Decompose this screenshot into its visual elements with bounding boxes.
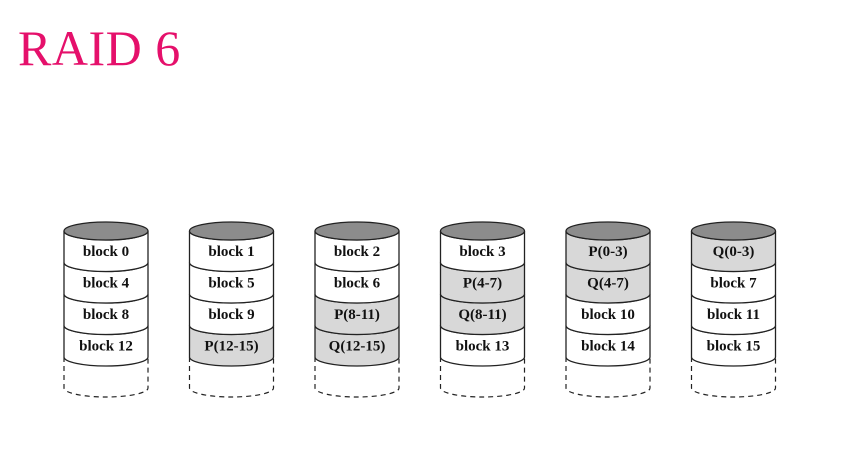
- disk-4-cell-1-parity: Q(4-7): [565, 262, 651, 304]
- disk-5-cell-3-data: block 15: [690, 325, 777, 367]
- disk-0-cell-1-data: block 4: [63, 262, 149, 304]
- disk-3: block 13 Q(8-11) P(4-7) block 3: [439, 221, 526, 398]
- disk-5-empty-space: [690, 357, 777, 398]
- disk-4-cell-3-data: block 14: [565, 325, 651, 367]
- cell-label: Q(4-7): [587, 275, 629, 291]
- disk-0-cell-0-data: block 0: [63, 230, 149, 273]
- disk-5-cell-2-data: block 11: [690, 293, 777, 336]
- cell-label: block 4: [83, 275, 130, 291]
- disk-0-empty-space: [63, 357, 149, 398]
- cell-label: block 5: [208, 275, 254, 291]
- cell-label: block 10: [581, 307, 635, 323]
- disk-1-cell-1-data: block 5: [188, 262, 275, 304]
- cell-label: block 15: [707, 338, 761, 354]
- cell-label: Q(8-11): [458, 307, 506, 323]
- cell-label: block 9: [208, 307, 254, 323]
- disk-0-top-cap: [63, 221, 149, 241]
- cell-label: block 6: [334, 275, 381, 291]
- cell-label: block 3: [459, 244, 505, 260]
- cell-label: block 2: [334, 244, 380, 260]
- cell-label: block 12: [79, 338, 133, 354]
- disk-2-top-cap: [314, 221, 400, 241]
- cell-label: Q(12-15): [329, 338, 386, 354]
- disk-2-cell-2-parity: P(8-11): [314, 293, 400, 336]
- disk-4-cell-0-parity: P(0-3): [565, 230, 651, 273]
- disk-4-top-cap: [565, 221, 651, 241]
- disk-3-top-cap: [439, 221, 526, 241]
- cell-label: P(0-3): [588, 244, 627, 260]
- cell-label: block 11: [707, 307, 760, 323]
- cell-label: block 13: [456, 338, 510, 354]
- disk-1-cell-2-data: block 9: [188, 293, 275, 336]
- disk-4-cell-2-data: block 10: [565, 293, 651, 336]
- cell-label: block 0: [83, 244, 129, 260]
- cell-label: block 14: [581, 338, 635, 354]
- disk-1-top-cap: [188, 221, 275, 241]
- disk-2: Q(12-15) P(8-11) block 6 block 2: [314, 221, 400, 398]
- disk-2-cell-1-data: block 6: [314, 262, 400, 304]
- disk-5-cell-0-parity: Q(0-3): [690, 230, 777, 273]
- disk-2-cell-0-data: block 2: [314, 230, 400, 273]
- disk-0: block 12 block 8 block 4 block 0: [63, 221, 149, 398]
- disk-3-empty-space: [439, 357, 526, 398]
- disk-4-empty-space: [565, 357, 651, 398]
- cell-label: block 8: [83, 307, 129, 323]
- disk-0-cell-3-data: block 12: [63, 325, 149, 367]
- disk-3-cell-0-data: block 3: [439, 230, 526, 273]
- cell-label: P(12-15): [204, 338, 258, 354]
- cell-label: block 1: [208, 244, 254, 260]
- cell-label: P(4-7): [463, 275, 502, 291]
- disk-5-top-cap: [690, 221, 777, 241]
- cell-label: block 7: [710, 275, 757, 291]
- cell-label: P(8-11): [334, 307, 380, 323]
- disk-3-cell-1-parity: P(4-7): [439, 262, 526, 304]
- disk-1: P(12-15) block 9 block 5 block 1: [188, 221, 275, 398]
- disk-2-empty-space: [314, 357, 400, 398]
- disk-5: block 15 block 11 block 7 Q(0-3): [690, 221, 777, 398]
- disk-1-empty-space: [188, 357, 275, 398]
- page-title: RAID 6: [18, 20, 181, 76]
- cell-label: Q(0-3): [713, 244, 755, 260]
- disk-1-cell-3-parity: P(12-15): [188, 325, 275, 367]
- disk-4: block 14 block 10 Q(4-7) P(0-3): [565, 221, 651, 398]
- disk-3-cell-3-data: block 13: [439, 325, 526, 367]
